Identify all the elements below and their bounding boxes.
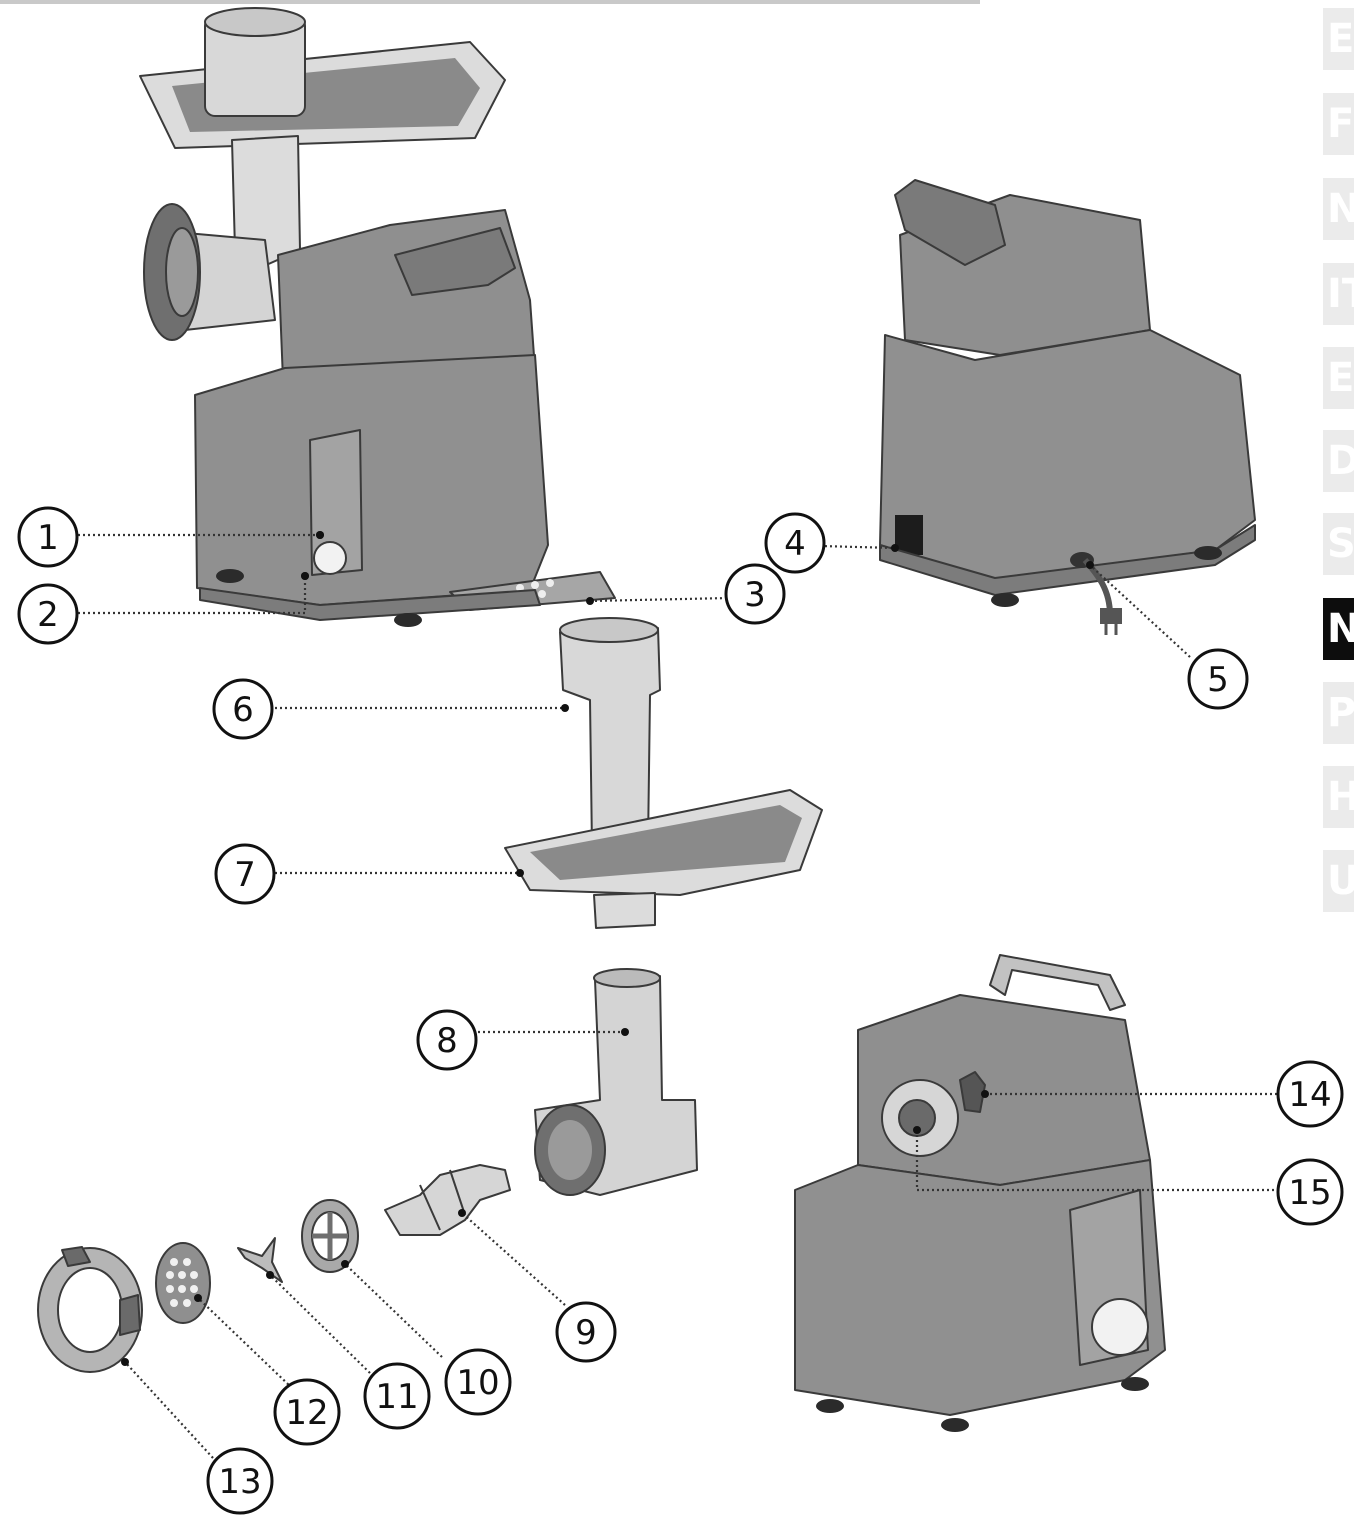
lang-tab-3[interactable]: N: [1323, 178, 1354, 240]
lang-tab-letter: D: [1327, 438, 1354, 484]
pusher-top: [204, 7, 306, 37]
lang-tab-7[interactable]: S: [1323, 513, 1354, 575]
part-grinding-disc: [155, 1242, 211, 1324]
head-release-button: [959, 1071, 986, 1113]
callout-2-label: 2: [37, 595, 59, 635]
part-grinder-head: [534, 968, 698, 1196]
callout-1: 1: [17, 506, 79, 568]
callout-11-label: 11: [375, 1377, 418, 1417]
callout-10: 10: [444, 1348, 512, 1416]
callout-2: 2: [17, 583, 79, 645]
callout-6: 6: [212, 678, 274, 740]
callout-1-label: 1: [37, 518, 59, 558]
lang-tab-letter: N: [1327, 186, 1354, 232]
callout-15: 15: [1276, 1158, 1344, 1226]
lang-tab-10[interactable]: H: [1323, 766, 1354, 828]
callouts: 1 2 3 4 5 6 7 8 9 10 11 12 13 14 15: [17, 506, 1344, 1515]
part-cutting-plate: [301, 1199, 359, 1273]
top-handle-block: [394, 227, 516, 296]
control-panel: [309, 429, 363, 576]
callout-10-label: 10: [456, 1363, 499, 1403]
lang-tab-4[interactable]: IT: [1323, 263, 1354, 325]
callout-14-label: 14: [1288, 1075, 1331, 1115]
lang-tab-letter: U: [1327, 858, 1354, 904]
foot: [991, 593, 1019, 607]
callout-3: 3: [724, 563, 786, 625]
callout-5-label: 5: [1207, 660, 1229, 700]
lang-tab-9[interactable]: P: [1323, 682, 1354, 744]
lang-tab-letter: S: [1327, 521, 1354, 567]
part-feed-tray: [504, 789, 823, 929]
callout-4-label: 4: [784, 524, 806, 564]
meat-grinder-rear-view: [794, 954, 1166, 1432]
top-rule: [0, 0, 980, 4]
callout-6-label: 6: [232, 690, 254, 730]
meat-grinder-back-view: [879, 179, 1256, 635]
lang-tab-letter: F: [1327, 101, 1354, 147]
foot: [816, 1399, 844, 1413]
callout-8: 8: [416, 1009, 478, 1071]
callout-13-label: 13: [218, 1462, 261, 1502]
callout-11: 11: [363, 1362, 431, 1430]
lang-tab-2[interactable]: F: [1323, 93, 1354, 155]
cord-storage-slot: [895, 515, 923, 555]
foot: [1194, 546, 1222, 560]
foot: [1121, 1377, 1149, 1391]
carry-handle: [989, 954, 1126, 1011]
callout-12-label: 12: [285, 1393, 328, 1433]
callout-12: 12: [273, 1378, 341, 1446]
lang-tab-letter: H: [1327, 774, 1354, 820]
foot: [394, 613, 422, 627]
locking-ring-inner: [165, 227, 199, 317]
callout-7-label: 7: [234, 855, 256, 895]
part-locking-ring: [37, 1246, 143, 1373]
callout-3-label: 3: [744, 575, 766, 615]
foot: [216, 569, 244, 583]
callout-4: 4: [764, 512, 826, 574]
top-handle-block: [894, 179, 1006, 266]
callout-14: 14: [1276, 1060, 1344, 1128]
part-food-pusher: [559, 617, 661, 849]
meat-grinder-front-view: [139, 7, 616, 627]
lang-tab-letter: P: [1327, 690, 1354, 736]
motor-base: [879, 329, 1256, 581]
plug: [1100, 608, 1122, 624]
callout-8-label: 8: [436, 1021, 458, 1061]
callout-7: 7: [214, 843, 276, 905]
callout-13: 13: [206, 1447, 274, 1515]
lang-tab-5[interactable]: E: [1323, 347, 1354, 409]
motor-base: [194, 354, 549, 606]
callout-9: 9: [555, 1301, 617, 1363]
part-cutting-blade: [237, 1237, 283, 1283]
part-auger: [384, 1164, 511, 1236]
foot: [941, 1418, 969, 1432]
lang-tab-letter: N: [1327, 606, 1354, 652]
leader-lines: [78, 531, 1278, 1459]
callout-5: 5: [1187, 648, 1249, 710]
callout-9-label: 9: [575, 1313, 597, 1353]
base-plate: [879, 524, 1256, 596]
lang-tab-6[interactable]: D: [1323, 430, 1354, 492]
power-dial: [313, 541, 347, 575]
lang-tab-active[interactable]: N: [1323, 598, 1354, 660]
power-dial: [1091, 1298, 1149, 1356]
lang-tab-11[interactable]: U: [1323, 850, 1354, 912]
lang-tab-letter: E: [1327, 16, 1354, 62]
lang-tab-1[interactable]: E: [1323, 8, 1354, 70]
lang-tab-letter: E: [1327, 355, 1354, 401]
callout-15-label: 15: [1288, 1173, 1331, 1213]
lang-tab-letter: IT: [1327, 271, 1354, 317]
